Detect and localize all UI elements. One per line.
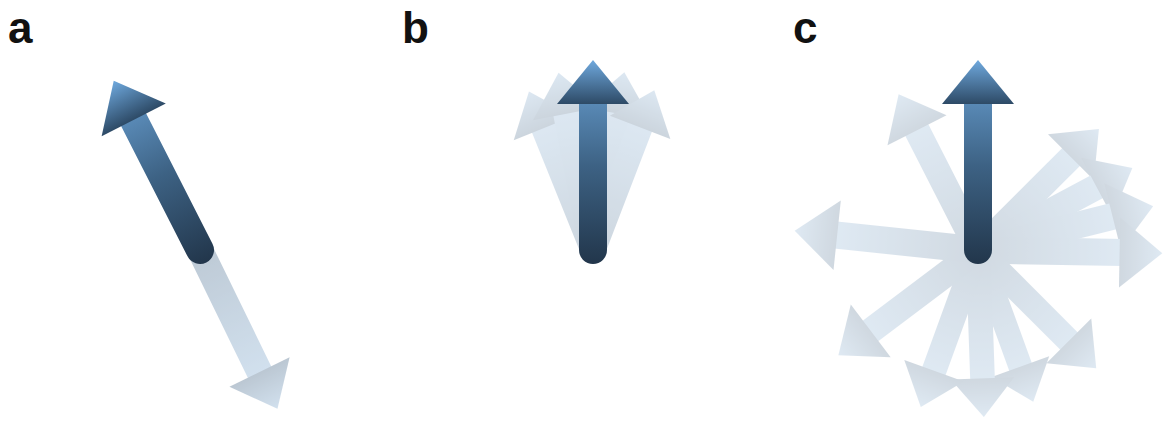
arrow-figure-a xyxy=(82,64,308,423)
panel-letter: c xyxy=(793,6,817,50)
arrow-figure-b xyxy=(499,60,685,274)
main-arrow xyxy=(557,60,629,264)
panel-letter: b xyxy=(402,6,429,50)
main-arrow xyxy=(82,64,239,278)
faded-arrow xyxy=(164,224,307,424)
panel-letter: a xyxy=(8,6,32,50)
main-arrow xyxy=(942,60,1014,264)
arrow-figure-c xyxy=(791,60,1163,418)
